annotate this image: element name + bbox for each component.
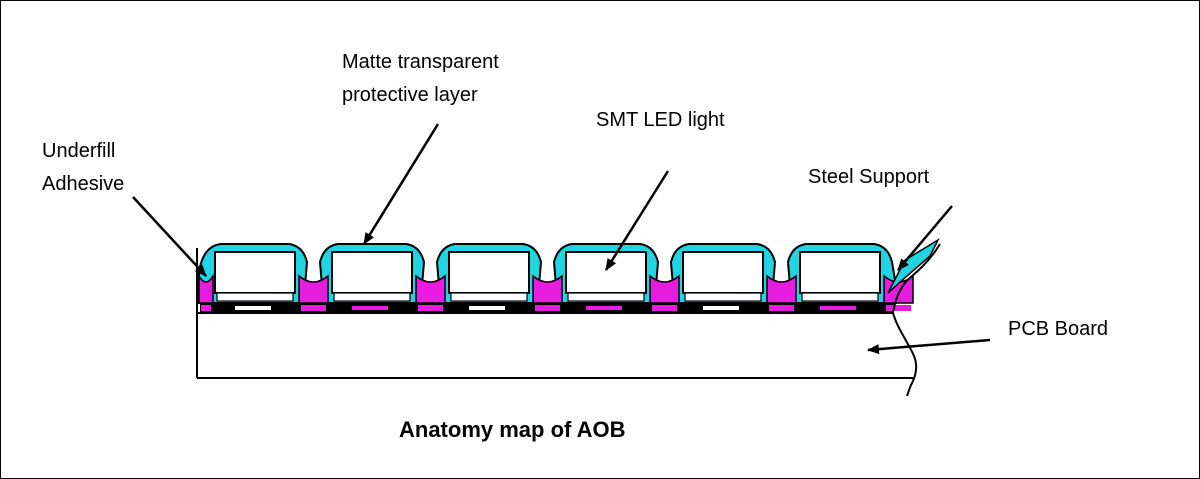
led-base [333,292,411,302]
arrow-matte-layer [362,123,440,245]
led-chip [448,251,530,294]
bond-pad [886,305,911,311]
label-smt-led: SMT LED light [596,109,725,131]
arrow-smt-led [604,170,670,271]
underfill-adhesive [198,273,914,304]
bond-pad [769,305,794,311]
underfill-fillet [298,274,329,304]
bond-pad [652,305,677,311]
led-base [216,292,294,302]
figure-caption: Anatomy map of AOB [399,417,626,442]
led-chip [565,251,647,294]
bond-pad [418,305,443,311]
contact-pad [820,306,856,310]
label-steel-support: Steel Support [808,166,930,188]
steel-support [887,238,941,397]
contact-pad [703,306,739,310]
underfill-fillet [532,274,563,304]
led-base [801,292,879,302]
contact-pad [352,306,388,310]
underfill-fillet [415,274,446,304]
label-matte-line1: Matte transparent [342,51,499,73]
bond-pad [201,305,211,311]
arrow-pcb-board [867,338,991,355]
underfill-fillet [766,274,797,304]
led-base [450,292,528,302]
contact-pad [469,306,505,310]
label-underfill-line2: Adhesive [42,173,124,195]
label-pcb-board: PCB Board [1008,318,1108,340]
led-base [567,292,645,302]
led-chip [682,251,764,294]
arrow-underfill [132,196,207,277]
contact-pad [235,306,271,310]
bond-pad [301,305,326,311]
led-chip [214,251,296,294]
label-matte-line2: protective layer [342,84,478,106]
underfill-fillet [649,274,680,304]
led-chip [799,251,881,294]
led-chip [331,251,413,294]
arrow-steel-support [897,205,953,271]
label-underfill-line1: Underfill [42,140,115,162]
led-row [214,251,881,302]
base-strip [200,303,911,313]
led-base [684,292,762,302]
bond-pad [535,305,560,311]
contact-pad [586,306,622,310]
